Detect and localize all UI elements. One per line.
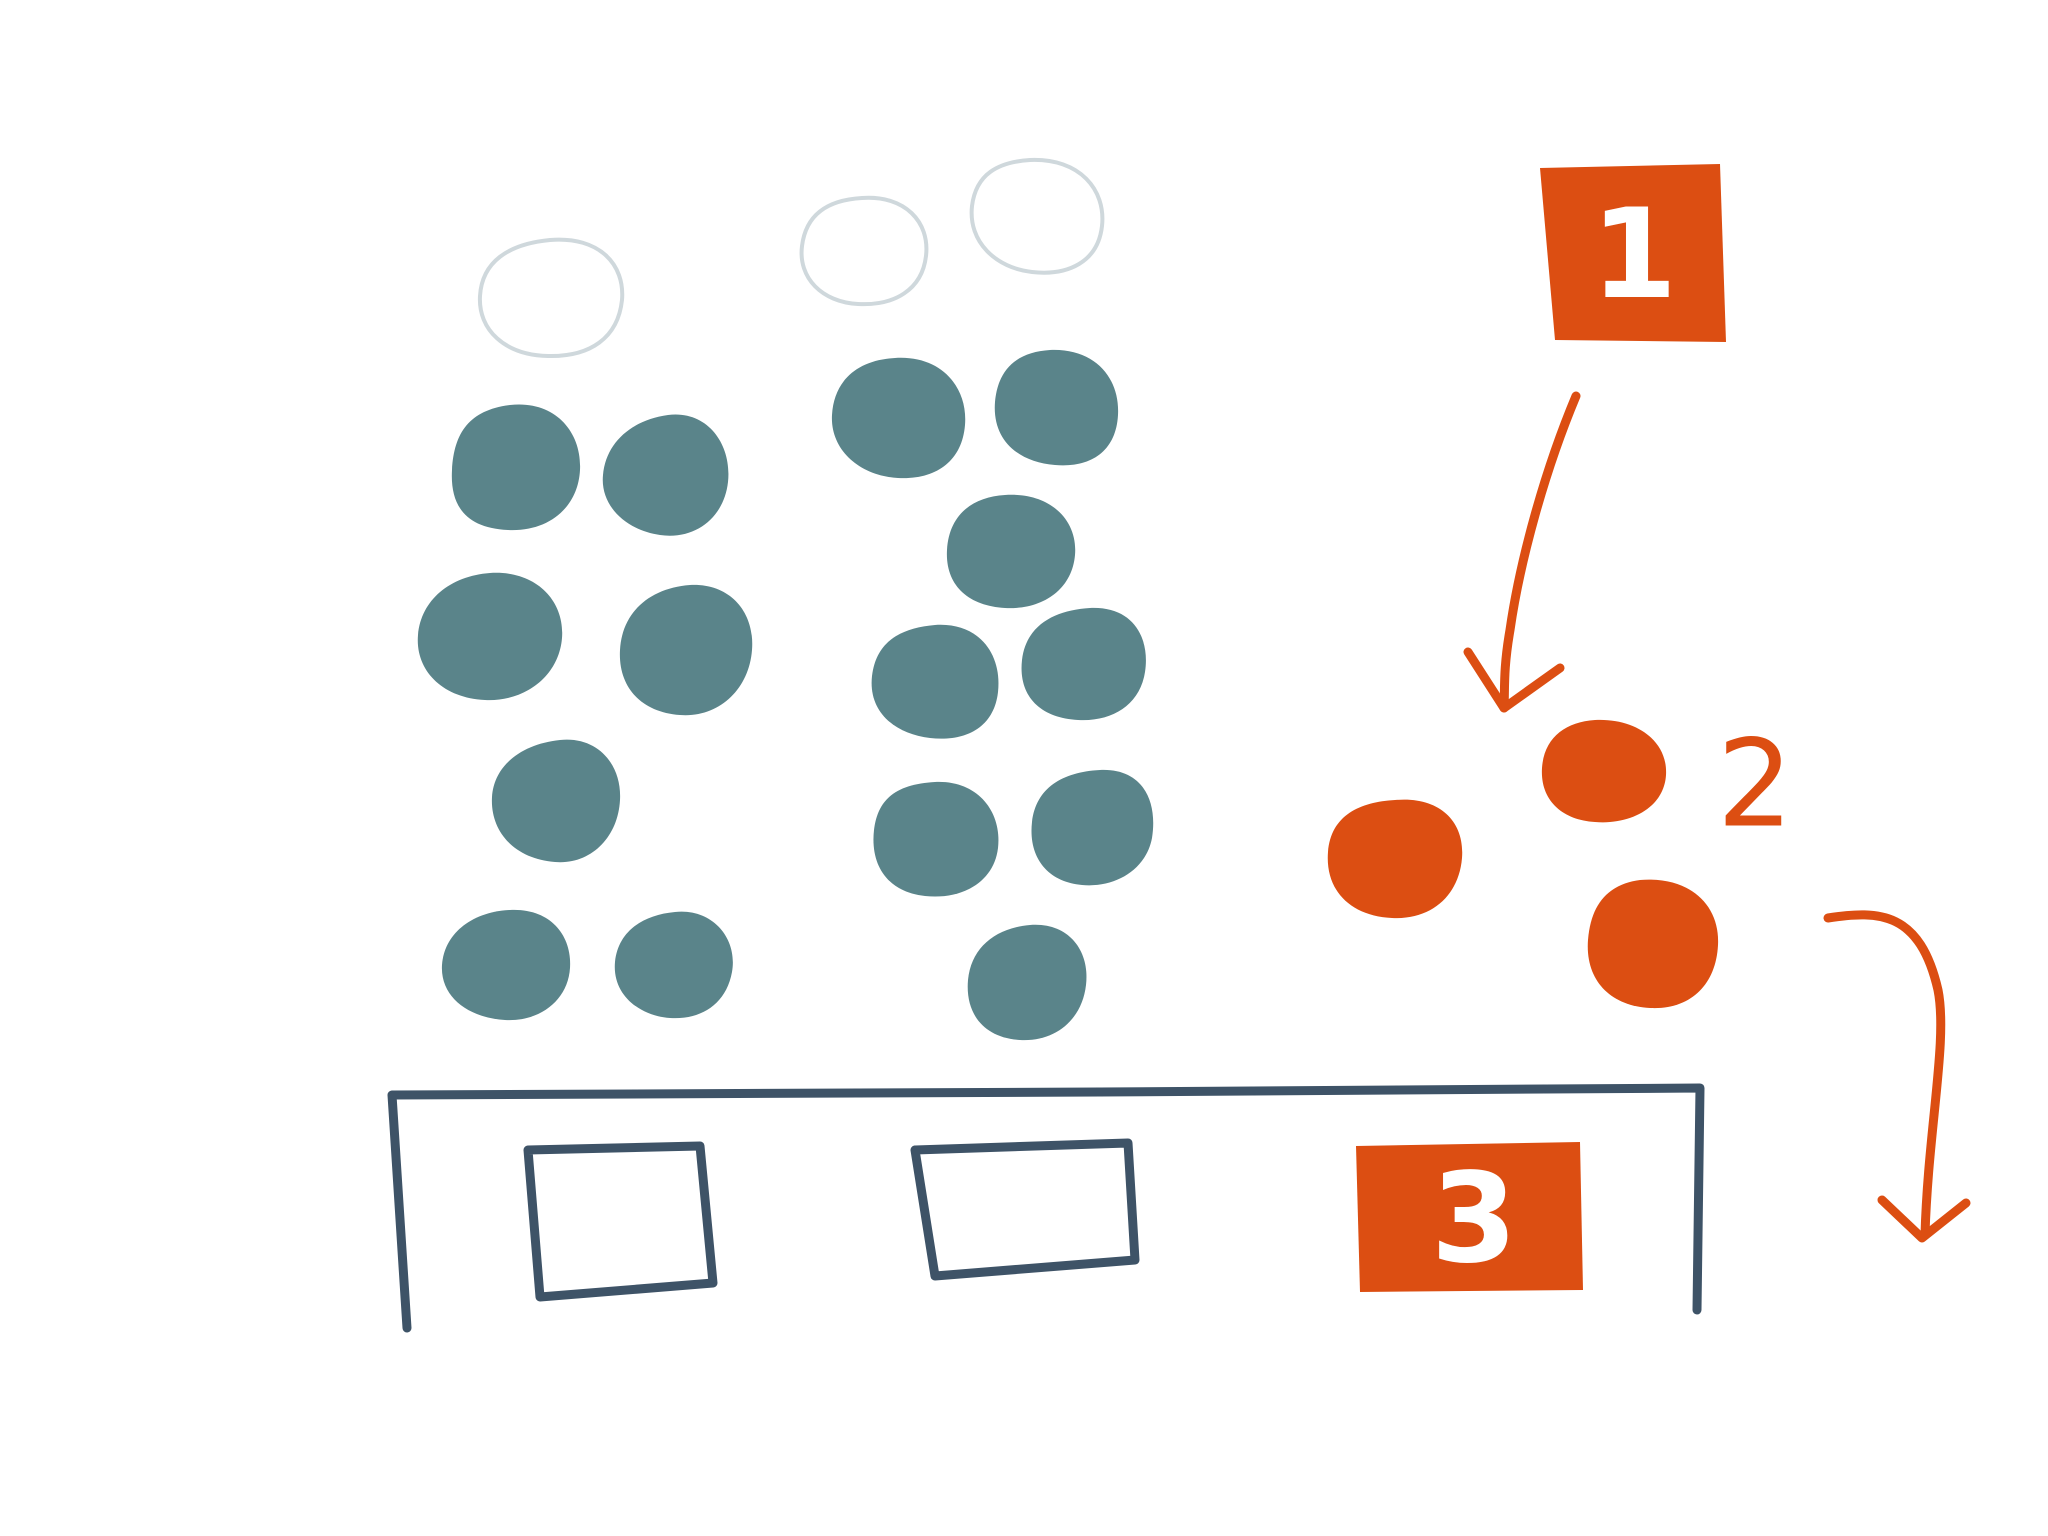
arrow-curved-right [1823,910,1971,1243]
orange-dot [1587,879,1719,1009]
teal-dot [619,584,753,716]
step-2-label: 2 [1717,716,1793,855]
teal-dots-left-group [417,404,753,1021]
step-3-box [1356,1142,1583,1292]
step-3-slot: 3 [1356,1142,1583,1292]
arrow-down-to-dots [1463,391,1581,713]
empty-circle [477,237,625,359]
empty-circle [969,157,1105,275]
teal-dots-right-group [831,349,1154,1041]
teal-dot [1031,769,1154,886]
teal-dot [967,924,1087,1041]
step-1-box [1540,164,1726,342]
arrow-head [1463,647,1565,713]
orange-dots-group [1327,719,1719,1009]
step-3-label: 3 [1431,1147,1517,1291]
arrow-shaft [1823,910,1946,1240]
teal-dot [417,572,563,701]
tray-slot-empty [910,1138,1140,1281]
teal-dot [1021,607,1146,721]
orange-dot [1541,719,1667,823]
teal-dot [873,781,999,897]
teal-dot [602,414,729,536]
empty-slots [477,157,1105,359]
tray-slot-empty [523,1141,718,1302]
tray [387,1083,1705,1333]
teal-dot [491,739,621,863]
arrow-head [1877,1195,1971,1243]
tray-frame [387,1083,1705,1333]
teal-dot [994,349,1119,466]
empty-circle [799,195,929,307]
teal-dot [871,624,999,739]
teal-dot [946,494,1076,609]
teal-dot [451,404,581,531]
step-1-badge: 1 [1540,164,1726,342]
teal-dot [441,909,571,1021]
orange-dot [1327,799,1463,919]
teal-dot [614,911,733,1019]
step-1-label: 1 [1591,183,1677,327]
arrow-shaft [1499,391,1581,713]
teal-dot [831,357,966,479]
